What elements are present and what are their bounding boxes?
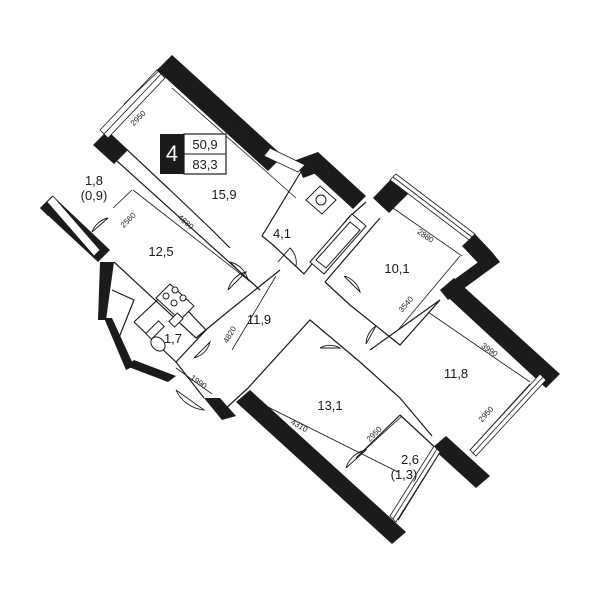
room-sub-balcony-left: (0,9) bbox=[81, 188, 108, 203]
room-area-wc: 1,7 bbox=[164, 331, 182, 346]
windows bbox=[46, 69, 547, 523]
doors bbox=[91, 217, 377, 469]
door-entrance bbox=[175, 389, 206, 411]
room-area-balcony-bottom: 2,6 bbox=[401, 452, 419, 467]
stove-icon bbox=[155, 283, 195, 321]
dim-bedroom-right-top-length: 2880 bbox=[416, 227, 436, 245]
dim-bedroom-left-width: 2560 bbox=[119, 210, 138, 229]
door-bedroom-right bbox=[365, 325, 377, 345]
room-area-balcony-left: 1,8 bbox=[85, 173, 103, 188]
door-balcony-left bbox=[91, 217, 109, 233]
door-bathroom bbox=[277, 247, 297, 267]
room-labels: 15,9 1,8 (0,9) 12,5 4,1 10,1 11,9 1,7 13… bbox=[81, 173, 469, 482]
door-balcony-bottom bbox=[345, 449, 368, 469]
apartment-badge: 4 50,9 83,3 bbox=[160, 133, 227, 175]
door-hall bbox=[227, 271, 248, 291]
room-area-bedroom-left: 12,5 bbox=[148, 244, 173, 259]
dim-bedroom-right-width: 2950 bbox=[477, 404, 496, 424]
room-area-bedroom-bottom: 13,1 bbox=[317, 398, 342, 413]
dim-bedroom-right-top-width: 3540 bbox=[397, 294, 416, 314]
room-sub-balcony-bottom: (1,3) bbox=[391, 467, 418, 482]
badge-living-area: 50,9 bbox=[192, 137, 217, 152]
wc-sink-icon bbox=[168, 312, 184, 328]
door-wc bbox=[193, 340, 211, 359]
room-area-bedroom-right-top: 10,1 bbox=[384, 261, 409, 276]
room-area-bathroom: 4,1 bbox=[273, 226, 291, 241]
badge-rooms-box bbox=[160, 134, 184, 174]
dim-entrance-width: 1990 bbox=[189, 373, 209, 391]
room-area-bedroom-right: 11,8 bbox=[444, 366, 468, 381]
outer-walls bbox=[40, 55, 560, 544]
badge-total-area: 83,3 bbox=[192, 157, 217, 172]
badge-rooms: 4 bbox=[166, 141, 178, 166]
bathroom-sink-icon bbox=[305, 185, 337, 215]
door-bedroom-left bbox=[229, 261, 249, 282]
door-bedroom-right-top bbox=[343, 275, 361, 294]
dimension-lines bbox=[112, 64, 531, 473]
room-area-living: 15,9 bbox=[211, 187, 236, 202]
dim-hall-length: 4820 bbox=[221, 324, 238, 344]
dim-bedroom-right-length: 3990 bbox=[480, 341, 500, 359]
bathtub-icon bbox=[309, 213, 367, 275]
door-bedroom-bottom bbox=[319, 344, 342, 349]
toilet-icon bbox=[145, 320, 166, 352]
room-area-hall: 11,9 bbox=[247, 312, 271, 327]
fixtures bbox=[145, 185, 367, 352]
